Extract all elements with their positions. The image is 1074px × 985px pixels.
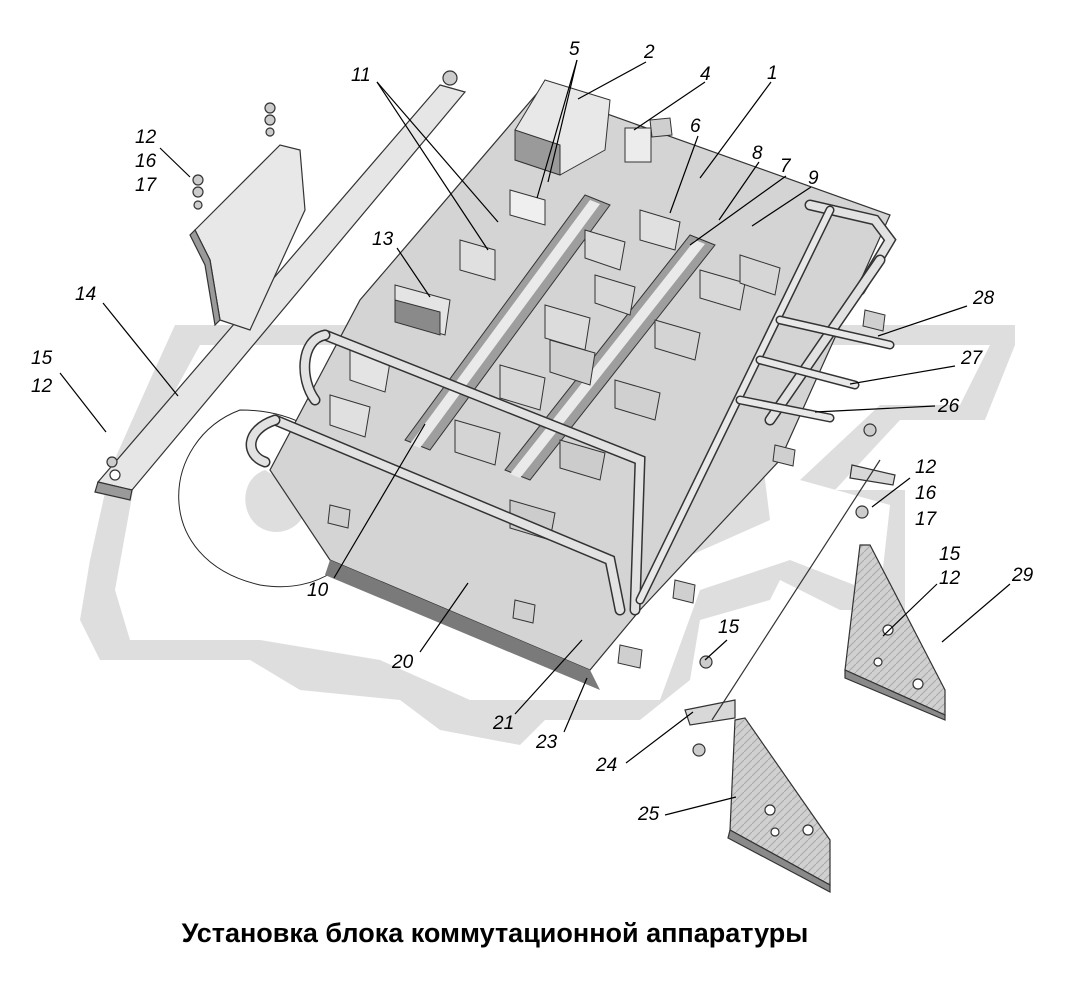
- callout-12-right: 12: [915, 457, 937, 478]
- callout-8: 8: [752, 143, 763, 164]
- mounting-tabs: [327, 117, 886, 669]
- tube-frame: [245, 199, 897, 616]
- callout-12-lower-right: 12: [939, 568, 961, 589]
- callout-1: 1: [767, 63, 778, 84]
- callout-21: 21: [492, 713, 514, 734]
- callout-16-left: 16: [135, 151, 157, 172]
- callout-labels: 1 2 4 5 6 7 8 9 10 11 12 16 17 13 14 15 …: [31, 39, 1034, 825]
- leader-lines: [59, 59, 1011, 816]
- side-bar-14: [94, 70, 467, 501]
- callout-25: 25: [637, 804, 660, 825]
- callout-29: 29: [1011, 565, 1034, 586]
- callout-12-left: 12: [135, 127, 157, 148]
- callout-11: 11: [351, 65, 371, 86]
- bracket-25: [727, 717, 831, 893]
- callout-24: 24: [595, 755, 617, 776]
- bracket-left: [189, 102, 306, 331]
- callout-26: 26: [937, 396, 960, 417]
- callout-17-right: 17: [915, 509, 938, 530]
- callout-6: 6: [690, 116, 701, 137]
- callout-14: 14: [75, 284, 96, 305]
- callout-23: 23: [535, 732, 558, 753]
- callout-28: 28: [972, 288, 995, 309]
- callout-12-lower-left: 12: [31, 376, 53, 397]
- callout-7: 7: [780, 156, 792, 177]
- callout-15-bottom: 15: [718, 617, 740, 638]
- callout-15-right: 15: [939, 544, 961, 565]
- callout-17-left: 17: [135, 175, 158, 196]
- figure-caption: Установка блока коммутационной аппаратур…: [181, 918, 809, 948]
- callout-5: 5: [569, 39, 580, 60]
- bracket-24: [684, 459, 881, 757]
- callout-2: 2: [643, 42, 655, 63]
- callout-13: 13: [372, 229, 394, 250]
- bracket-29: [844, 423, 946, 721]
- callout-27: 27: [960, 348, 984, 369]
- callout-16-right: 16: [915, 483, 937, 504]
- callout-15-left: 15: [31, 348, 53, 369]
- callout-4: 4: [700, 64, 711, 85]
- callout-20: 20: [391, 652, 414, 673]
- callout-10: 10: [307, 580, 329, 601]
- callout-9: 9: [808, 168, 819, 189]
